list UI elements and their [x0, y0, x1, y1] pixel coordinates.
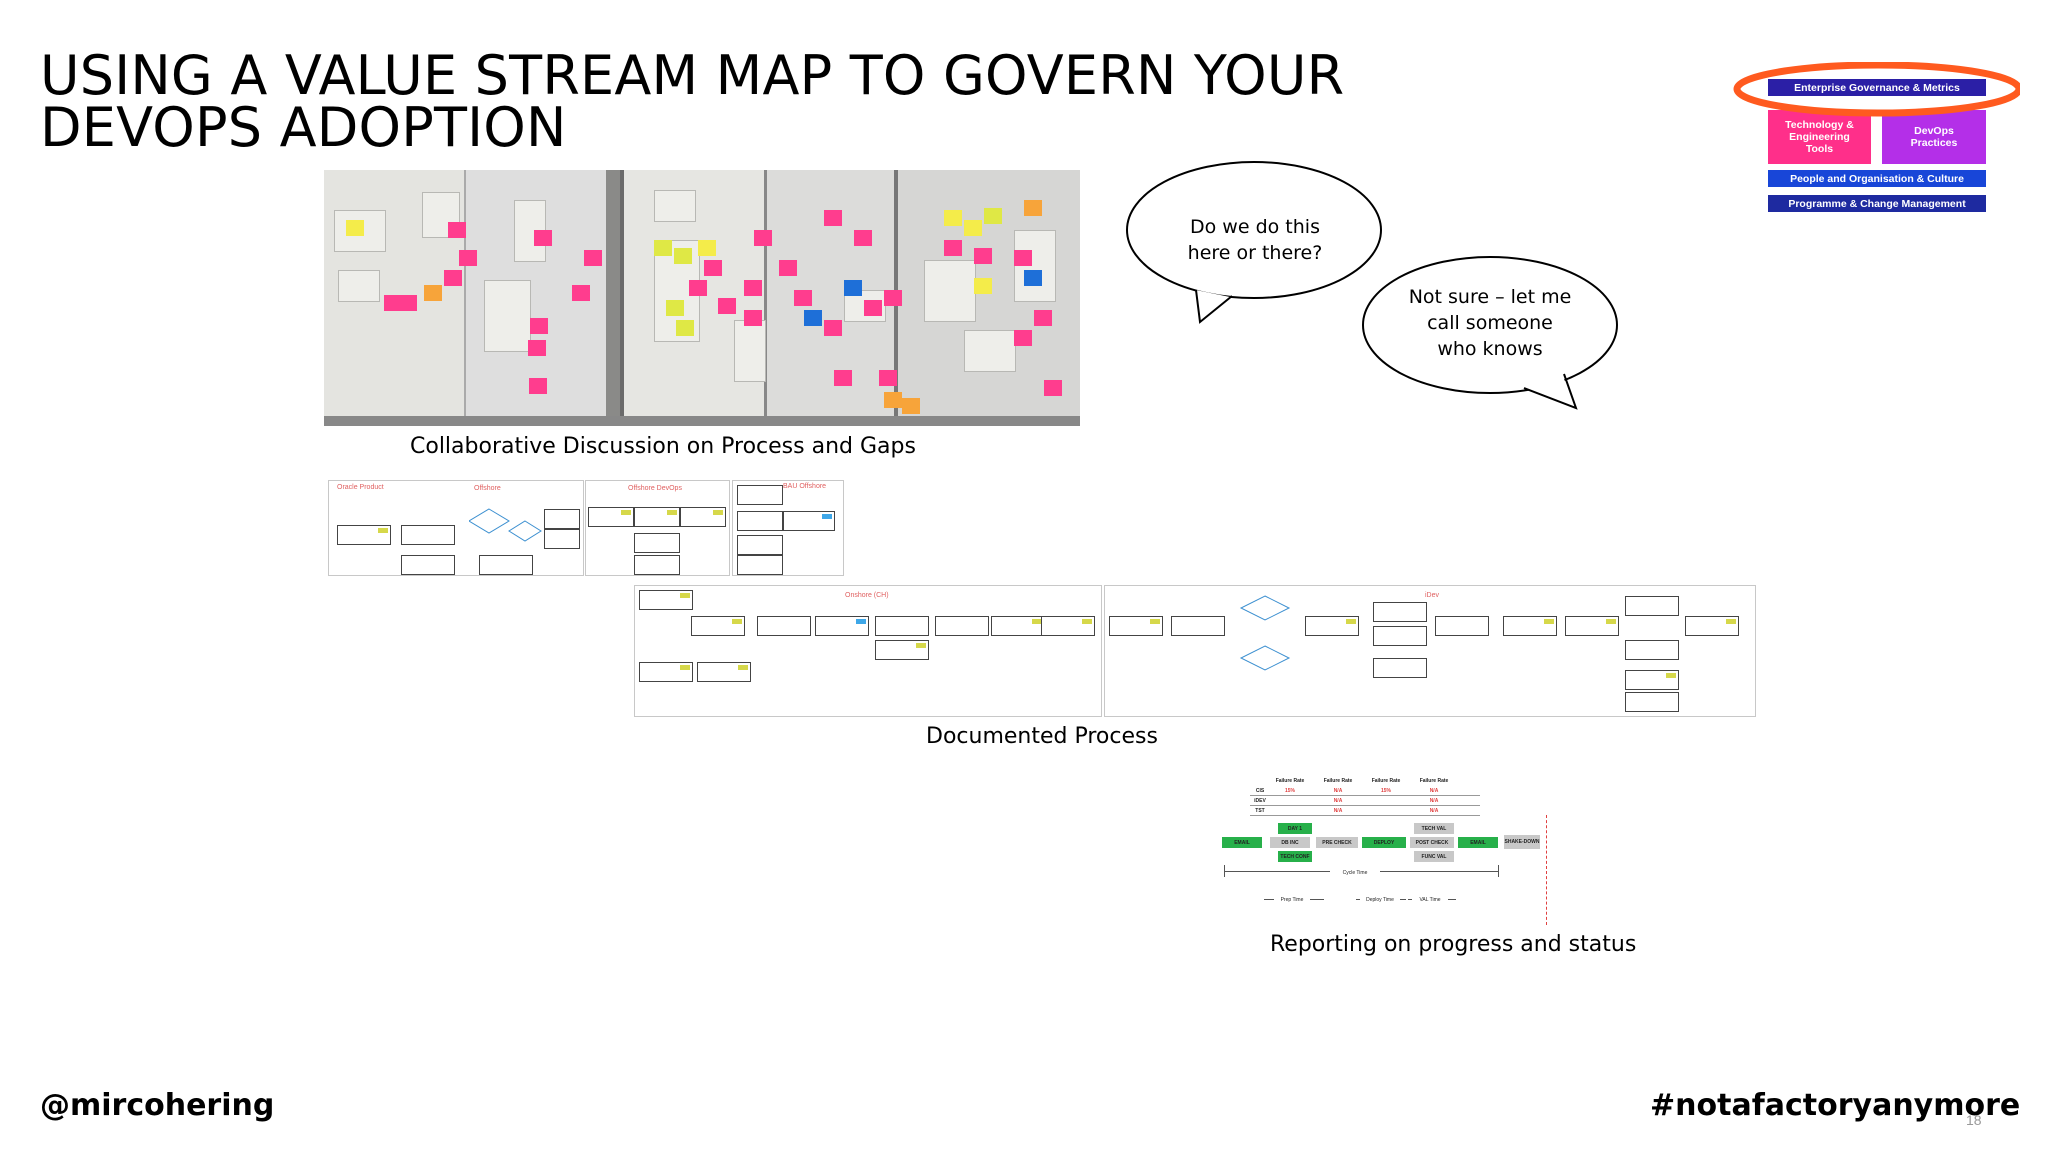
highlight-ellipse [1733, 62, 2020, 117]
speech-bubble-right: Not sure – let me call someone who knows [1408, 286, 1572, 360]
process-doc-oracle: Oracle Product Offshore [328, 480, 584, 576]
reporting-chart: Failure Rate Failure Rate Failure Rate F… [1220, 775, 1550, 925]
hashtag: #notafactoryanymore [1650, 1088, 2021, 1123]
page-number: 18 [1966, 1112, 1982, 1128]
speech-bubbles [1126, 161, 1618, 410]
slide-title: USING A VALUE STREAM MAP TO GOVERN YOUR … [40, 44, 1345, 159]
framework-technology-box: Technology & Engineering Tools [1768, 110, 1871, 164]
process-doc-offshore-devops: Offshore DevOps [585, 480, 730, 576]
whiteboard-photo [324, 170, 1080, 426]
reporting-caption: Reporting on progress and status [1270, 932, 1637, 957]
whiteboard-caption: Collaborative Discussion on Process and … [410, 434, 916, 459]
framework-devops-box: DevOps Practices [1882, 110, 1986, 164]
process-doc-onshore: Onshore (CH) [634, 585, 1102, 717]
process-doc-idev: iDev [1104, 585, 1756, 717]
framework-diagram: Enterprise Governance & Metrics Technolo… [1720, 62, 2020, 222]
twitter-handle: @mircohering [40, 1088, 275, 1123]
framework-programme-box: Programme & Change Management [1768, 195, 1986, 212]
speech-bubble-left: Do we do this here or there? [1187, 216, 1323, 264]
process-doc-bau-offshore: BAU Offshore [732, 480, 844, 576]
framework-people-box: People and Organisation & Culture [1768, 170, 1986, 187]
documented-caption: Documented Process [926, 724, 1158, 749]
framework-top-box: Enterprise Governance & Metrics [1768, 79, 1986, 96]
